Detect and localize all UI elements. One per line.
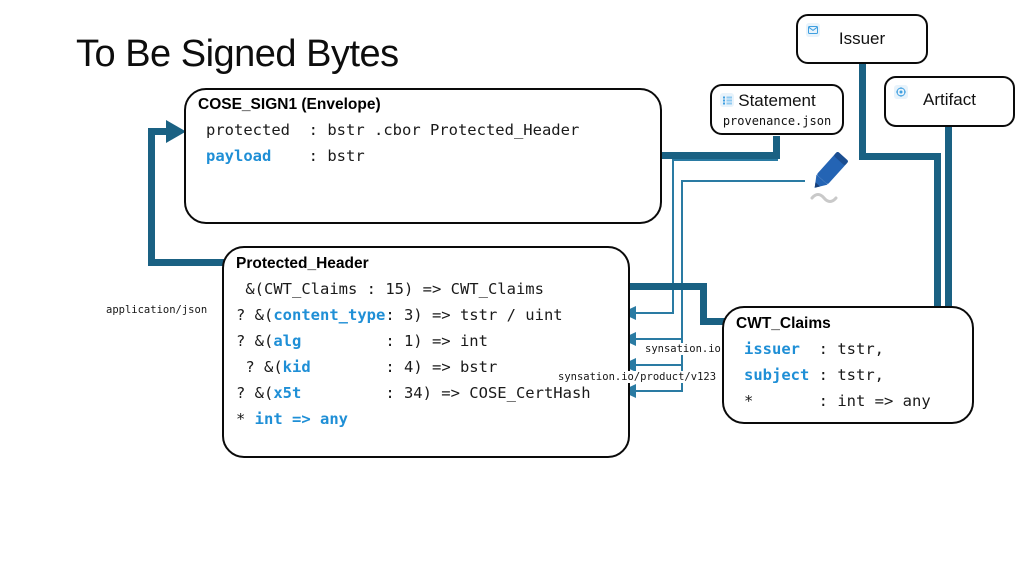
ph-prefix-0: &( [236, 280, 264, 298]
connector-protectedheader-to-cosesign1-vertical [148, 128, 155, 266]
ph-key-alg: alg [273, 332, 302, 350]
protected-header-line-cwtclaims: &(CWT_Claims : 15) => CWT_Claims [236, 277, 544, 303]
connector-x5t-arrow-line [629, 390, 683, 392]
connector-contenttype-horizontal-top [672, 159, 778, 161]
connector-kid-arrow-line [629, 364, 683, 366]
statement-node-filename: provenance.json [722, 114, 832, 128]
pencil-signature-icon [800, 152, 860, 208]
connector-cwtclaims-vertical [700, 283, 707, 325]
envelope-icon [806, 23, 820, 37]
issuer-node[interactable]: Issuer [796, 14, 928, 64]
cwt-rest-issuer: : tstr, [800, 340, 884, 358]
connector-contenttype-vertical [672, 159, 674, 313]
caption-subject-value: synsation.io/product/v123 [557, 371, 718, 383]
cwt-key-issuer: issuer [744, 340, 800, 358]
connector-issuer-right [859, 153, 941, 160]
cwt-claims-title: CWT_Claims [736, 315, 831, 332]
connector-issuer-down-1 [859, 60, 866, 160]
page-title: To Be Signed Bytes [76, 33, 399, 75]
cwt-key-subject: subject [744, 366, 810, 384]
connector-statement-down [773, 136, 780, 159]
artifact-node-label: Artifact [923, 90, 976, 109]
ph-key-cwtclaims: CWT_Claims [264, 280, 358, 298]
protected-header-line-alg: ? &(alg : 1) => int [236, 329, 488, 355]
ph-key-wildcard: int => any [254, 410, 348, 428]
connector-protectedheader-to-cosesign1-bottom [148, 259, 248, 266]
protected-header-line-wildcard: * int => any [236, 407, 348, 433]
protected-header-line-contenttype: ? &(content_type: 3) => tstr / uint [236, 303, 563, 329]
ph-prefix-2: ? &( [236, 332, 274, 350]
cose-sign1-line-payload: payload : bstr [206, 144, 365, 170]
artifact-node[interactable]: Artifact [884, 76, 1015, 127]
cwt-claims-line-subject: subject : tstr, [744, 363, 884, 389]
cose-sign1-line-protected: protected : bstr .cbor Protected_Header [206, 118, 579, 144]
cwt-key-wildcard: * [744, 392, 754, 410]
cwt-rest-subject: : tstr, [809, 366, 884, 384]
ph-rest-2: : 1) => int [301, 332, 488, 350]
ph-rest-0: : 15) => CWT_Claims [357, 280, 544, 298]
connector-issuer-down-2 [934, 153, 941, 348]
ph-key-kid: kid [282, 358, 311, 376]
gear-icon [894, 85, 908, 99]
ph-prefix-4: ? &( [236, 384, 274, 402]
protected-header-title: Protected_Header [236, 255, 369, 272]
connector-alg-arrow-line [629, 338, 683, 340]
connector-protectedheader-to-cosesign1-top [148, 128, 174, 135]
cose-sign1-title: COSE_SIGN1 (Envelope) [198, 96, 381, 113]
cwt-claims-box: CWT_Claims issuer : tstr, subject : tstr… [722, 306, 974, 424]
ph-key-contenttype: content_type [273, 306, 386, 324]
cose-sign1-key-payload: payload [206, 147, 272, 165]
ph-rest-1: : 3) => tstr / uint [385, 306, 563, 324]
ph-prefix-1: ? &( [236, 306, 274, 324]
cwt-claims-line-wildcard: * : int => any [744, 389, 931, 415]
cwt-claims-line-issuer: issuer : tstr, [744, 337, 884, 363]
ph-rest-4: : 34) => COSE_CertHash [301, 384, 591, 402]
connector-signature-horizontal-top [681, 180, 805, 182]
cose-sign1-key-protected: protected [206, 121, 290, 139]
caption-content-type-value: application/json [105, 304, 209, 316]
connector-cwtclaims-stub [700, 318, 728, 325]
statement-node-label: Statement [738, 91, 816, 110]
cose-sign1-box: COSE_SIGN1 (Envelope) protected : bstr .… [184, 88, 662, 224]
protected-header-line-x5t: ? &(x5t : 34) => COSE_CertHash [236, 381, 591, 407]
ph-key-x5t: x5t [273, 384, 302, 402]
protected-header-line-kid: ? &(kid : 4) => bstr [236, 355, 497, 381]
list-icon [720, 93, 734, 107]
cwt-rest-wildcard: : int => any [753, 392, 931, 410]
issuer-node-label: Issuer [838, 29, 886, 48]
ph-prefix-5: * [236, 410, 255, 428]
connector-contenttype-arrow-line [629, 312, 674, 314]
statement-node[interactable]: Statement provenance.json [710, 84, 844, 135]
protected-header-box: Protected_Header &(CWT_Claims : 15) => C… [222, 246, 630, 458]
ph-rest-3: : 4) => bstr [310, 358, 498, 376]
connector-artifact-down [945, 127, 952, 375]
caption-issuer-value: synsation.io [644, 343, 722, 355]
ph-prefix-3: ? &( [236, 358, 283, 376]
connector-cwtclaims-to-protectedheader [601, 283, 707, 290]
cose-sign1-rest-protected: : bstr .cbor Protected_Header [290, 121, 580, 139]
cose-sign1-rest-payload: : bstr [271, 147, 365, 165]
